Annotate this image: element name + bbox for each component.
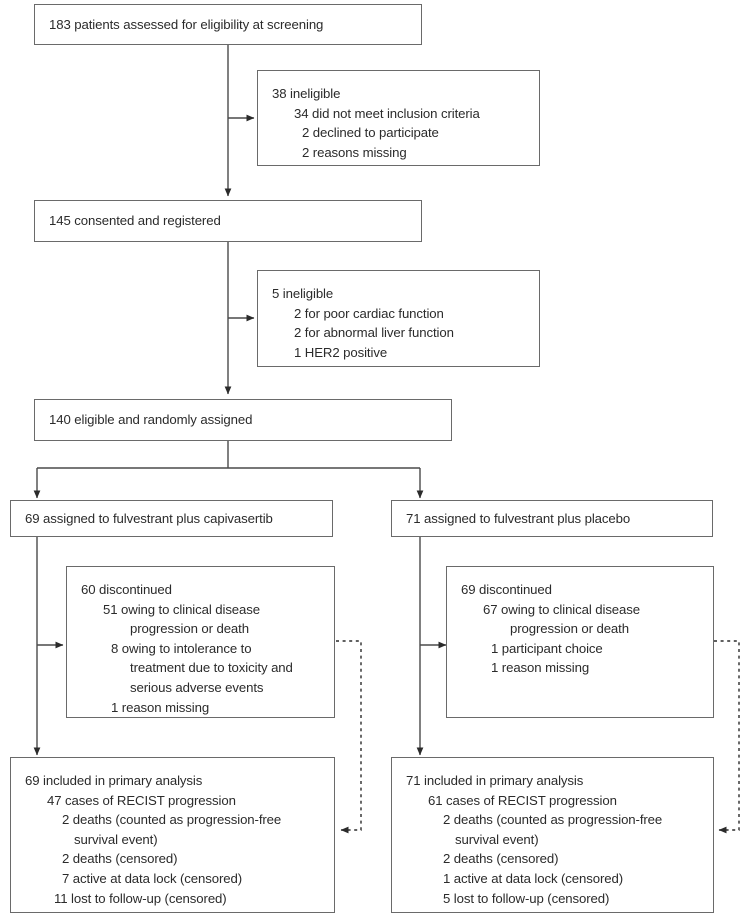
node-line: 145 consented and registered (49, 213, 221, 229)
node-line: 1 reason missing (491, 660, 590, 676)
node-line: 2 declined to participate (302, 125, 439, 141)
node-line: 1 active at data lock (censored) (443, 870, 624, 886)
node-line: 7 active at data lock (censored) (62, 870, 243, 886)
node-line: 38 ineligible (272, 86, 341, 101)
node-line: serious adverse events (130, 679, 264, 695)
node-line: 1 participant choice (491, 640, 603, 656)
node-line: 1 HER2 positive (294, 344, 388, 360)
node-line: progression or death (130, 621, 249, 637)
node-line: 140 eligible and randomly assigned (49, 412, 253, 428)
node-line: 71 assigned to fulvestrant plus placebo (406, 510, 631, 526)
node-line: 71 included in primary analysis (406, 773, 584, 788)
node-line: 2 deaths (counted as progression-free (443, 812, 663, 828)
node-line: 69 included in primary analysis (25, 773, 203, 788)
node-line: 183 patients assessed for eligibility at… (49, 16, 324, 32)
node-ineligible-screening: 38 ineligible 34 did not meet inclusion … (257, 70, 540, 166)
node-consented: 145 consented and registered (34, 200, 422, 242)
node-line: 47 cases of RECIST progression (47, 792, 236, 808)
node-randomised: 140 eligible and randomly assigned (34, 399, 452, 441)
node-line: 2 for poor cardiac function (294, 305, 444, 321)
node-line: 5 ineligible (272, 286, 334, 301)
node-line: survival event) (74, 831, 158, 847)
node-line: 8 owing to intolerance to (111, 640, 252, 656)
node-line: 2 reasons missing (302, 144, 407, 160)
node-line: 34 did not meet inclusion criteria (294, 105, 480, 121)
node-line: 69 discontinued (461, 582, 552, 597)
node-analysis-capivasertib: 69 included in primary analysis 47 cases… (10, 757, 335, 913)
node-line: 67 owing to clinical disease (483, 601, 641, 617)
node-line: progression or death (510, 621, 629, 637)
node-line: 51 owing to clinical disease (103, 601, 261, 617)
node-line: 2 deaths (censored) (443, 851, 559, 867)
node-line: 61 cases of RECIST progression (428, 792, 617, 808)
node-ineligible-after-consent: 5 ineligible 2 for poor cardiac function… (257, 270, 540, 367)
node-line: 69 assigned to fulvestrant plus capivase… (25, 510, 273, 526)
node-line: 2 deaths (censored) (62, 851, 178, 867)
node-line: 60 discontinued (81, 582, 172, 597)
node-line: 2 for abnormal liver function (294, 325, 454, 341)
node-line: treatment due to toxicity and (130, 660, 293, 676)
node-discontinued-capivasertib: 60 discontinued 51 owing to clinical dis… (66, 566, 335, 718)
node-line: 2 deaths (counted as progression-free (62, 812, 282, 828)
node-arm-capivasertib: 69 assigned to fulvestrant plus capivase… (10, 500, 333, 537)
node-analysis-placebo: 71 included in primary analysis 61 cases… (391, 757, 714, 913)
node-discontinued-placebo: 69 discontinued 67 owing to clinical dis… (446, 566, 714, 718)
node-line: survival event) (455, 831, 539, 847)
node-screening: 183 patients assessed for eligibility at… (34, 4, 422, 45)
node-arm-placebo: 71 assigned to fulvestrant plus placebo (391, 500, 713, 537)
node-line: 5 lost to follow-up (censored) (443, 890, 610, 906)
node-line: 11 lost to follow-up (censored) (54, 890, 227, 906)
node-line: 1 reason missing (111, 699, 210, 715)
